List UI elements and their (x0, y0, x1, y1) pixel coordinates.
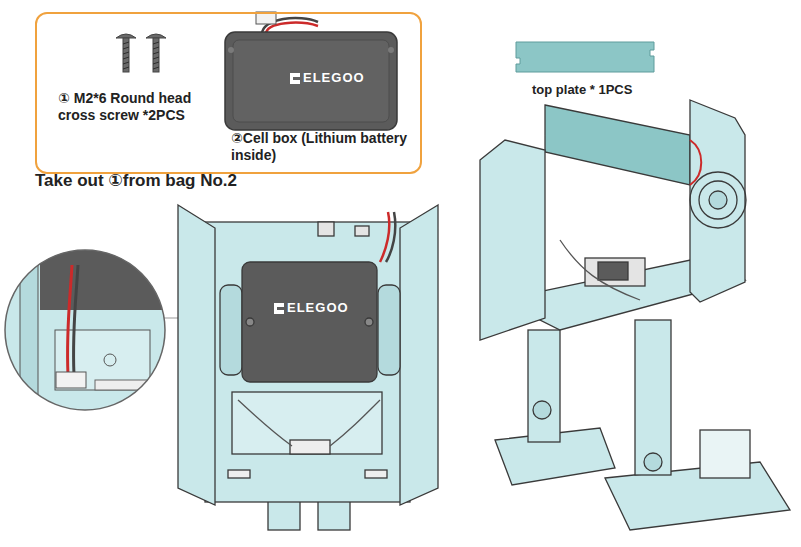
parts-box: ① M2*6 Round head cross screw *2PCS②Cell… (35, 12, 422, 174)
instruction-label: Take out ①from bag No.2 (35, 170, 237, 191)
part-label: ②Cell box (Lithium battery inside) (231, 130, 419, 164)
cell-box (225, 12, 397, 130)
screws (116, 34, 166, 72)
brand-logo-text: ELEGOO (287, 300, 349, 315)
part-label: ① M2*6 Round head cross screw *2PCS (58, 90, 223, 124)
robot-back-view (178, 205, 438, 530)
brand-logo-text: ELEGOO (303, 70, 365, 85)
instruction-label: top plate * 1PCS (532, 82, 632, 97)
top-plate (516, 42, 654, 72)
robot-3d-view (480, 100, 790, 530)
